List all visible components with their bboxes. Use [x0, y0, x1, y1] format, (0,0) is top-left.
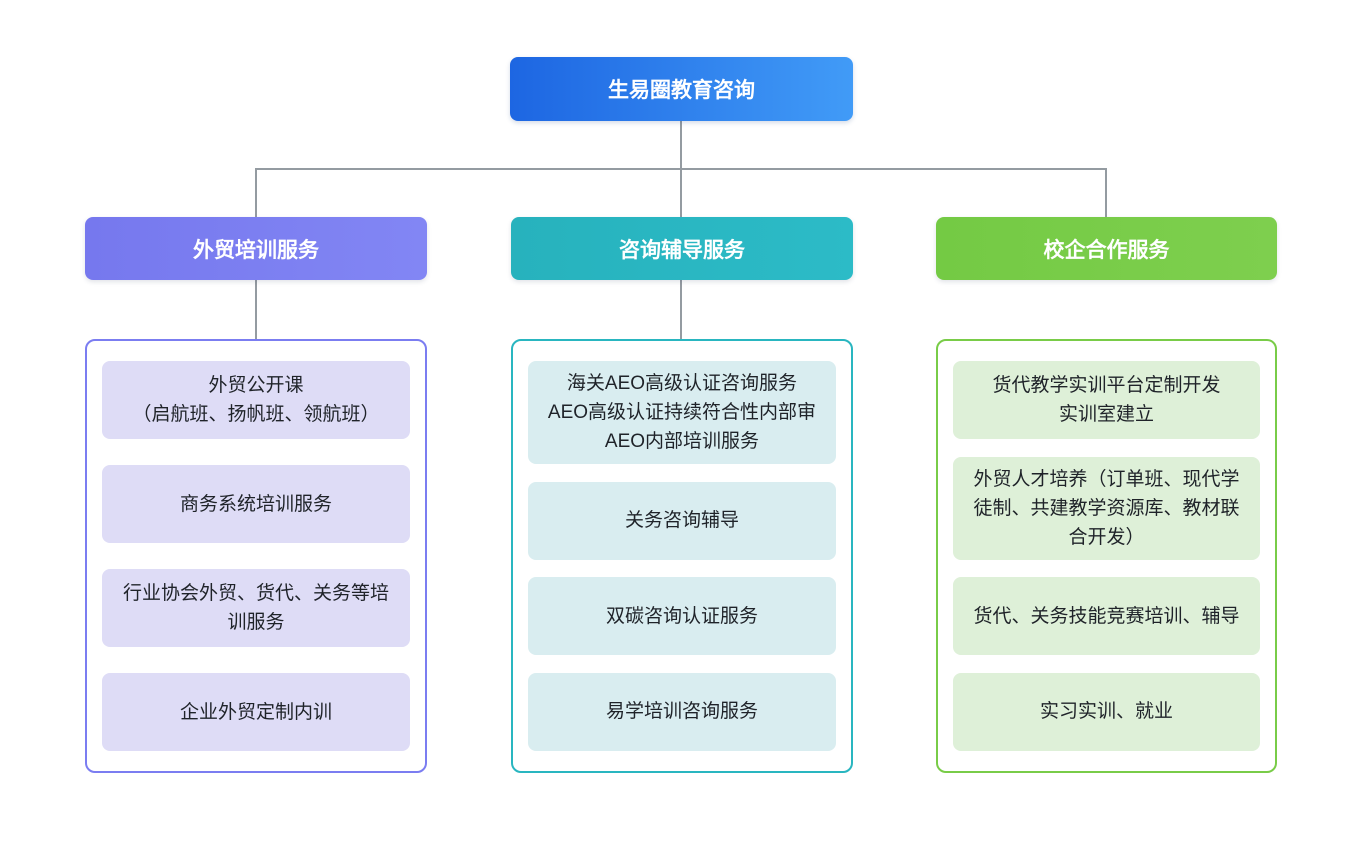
service-item: 关务咨询辅导 [528, 481, 836, 560]
service-item: 海关AEO高级认证咨询服务 AEO高级认证持续符合性内部审 AEO内部培训服务 [528, 361, 836, 464]
connector-left-header-to-group [255, 280, 257, 339]
service-item: 外贸人才培养（订单班、现代学 徒制、共建教学资源库、教材联 合开发） [953, 456, 1260, 560]
service-item: 易学培训咨询服务 [528, 672, 836, 751]
service-item: 货代教学实训平台定制开发 实训室建立 [953, 361, 1260, 439]
branch-header-school-enterprise: 校企合作服务 [936, 217, 1277, 280]
branch-header-label: 咨询辅导服务 [619, 238, 745, 262]
connector-drop-left [255, 168, 257, 217]
root-node: 生易圈教育咨询 [510, 57, 853, 121]
branch-header-label: 校企合作服务 [1043, 238, 1170, 262]
branch-group-school-enterprise: 货代教学实训平台定制开发 实训室建立 外贸人才培养（订单班、现代学 徒制、共建教… [936, 339, 1277, 773]
connector-center-header-to-group [680, 280, 682, 339]
service-item: 行业协会外贸、货代、关务等培 训服务 [102, 569, 410, 647]
root-node-label: 生易圈教育咨询 [608, 79, 755, 102]
service-item: 企业外贸定制内训 [102, 673, 410, 751]
service-item: 外贸公开课 （启航班、扬帆班、领航班） [102, 361, 410, 439]
service-item: 实习实训、就业 [953, 672, 1260, 751]
branch-group-consulting-coaching: 海关AEO高级认证咨询服务 AEO高级认证持续符合性内部审 AEO内部培训服务 … [511, 339, 853, 773]
branch-group-foreign-trade-training: 外贸公开课 （启航班、扬帆班、领航班） 商务系统培训服务 行业协会外贸、货代、关… [85, 339, 427, 773]
service-item: 双碳咨询认证服务 [528, 577, 836, 656]
branch-header-consulting-coaching: 咨询辅导服务 [511, 217, 853, 280]
branch-header-label: 外贸培训服务 [193, 238, 319, 262]
connector-horizontal-bus [255, 168, 1106, 170]
service-item: 货代、关务技能竞赛培训、辅导 [953, 577, 1260, 656]
connector-drop-right [1105, 168, 1107, 217]
service-item: 商务系统培训服务 [102, 465, 410, 543]
branch-header-foreign-trade-training: 外贸培训服务 [85, 217, 427, 280]
